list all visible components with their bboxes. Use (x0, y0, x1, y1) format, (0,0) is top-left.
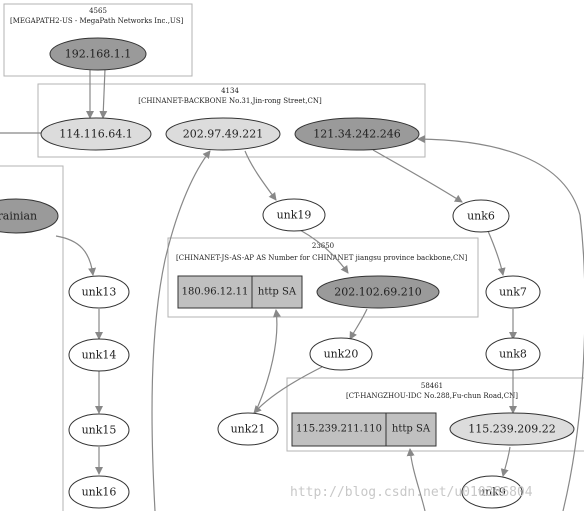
node-unk6[interactable]: unk6 (452, 199, 510, 233)
node-label: krainian (0, 210, 37, 223)
node-unk15[interactable]: unk15 (68, 413, 130, 447)
edges (0, 68, 584, 511)
node-label: unk19 (277, 209, 312, 222)
edge-202-102-to-unk20 (349, 308, 368, 340)
cluster-chinanet-js-name: [CHINANET-JS-AS-AP AS Number for CHINANE… (176, 254, 467, 262)
node-115-239-211-110[interactable]: 115.239.211.110 http SA (291, 412, 437, 447)
edge-192-to-114-b (99, 68, 108, 119)
node-unk13[interactable]: unk13 (68, 275, 130, 309)
edge-unk6-to-unk7 (487, 230, 506, 276)
node-label: unk6 (467, 210, 495, 223)
node-label: unk15 (82, 424, 117, 437)
node-label: unk14 (82, 349, 117, 362)
node-label: 115.239.209.22 (468, 423, 555, 436)
node-202-97-49-221[interactable]: 202.97.49.221 (165, 117, 281, 151)
node-port-label: http SA (258, 287, 297, 298)
node-label: unk13 (82, 286, 117, 299)
edge-121-to-unk6 (372, 149, 463, 203)
edge-unk19-to-202-102 (299, 229, 349, 274)
node-label: unk8 (499, 348, 527, 361)
edge-115-209-to-unk9 (500, 446, 511, 477)
cluster-hangzhou-asn: 58461 (421, 382, 443, 390)
edge-202-97-to-unk19 (244, 150, 277, 201)
node-label: unk9 (478, 486, 506, 499)
node-202-102-69-210[interactable]: 202.102.69.210 (316, 275, 440, 309)
node-115-239-209-22[interactable]: 115.239.209.22 (449, 412, 575, 446)
edge-bottom-to-115-211 (406, 448, 426, 511)
node-unk7[interactable]: unk7 (485, 275, 541, 309)
node-label: unk21 (231, 423, 266, 436)
cluster-megapath-name: [MEGAPATH2-US - MegaPath Networks Inc.,U… (10, 17, 184, 25)
node-114-116-64-1[interactable]: 114.116.64.1 (40, 117, 152, 151)
node-label: 192.168.1.1 (65, 48, 131, 61)
node-180-96-12-11[interactable]: 180.96.12.11 http SA (177, 275, 303, 309)
node-unk16[interactable]: unk16 (68, 475, 130, 509)
node-unk20[interactable]: unk20 (309, 337, 373, 371)
node-unk9[interactable]: unk9 (461, 475, 523, 509)
node-ukrainian[interactable]: krainian (0, 198, 59, 234)
node-unk14[interactable]: unk14 (68, 338, 130, 372)
node-unk21[interactable]: unk21 (217, 412, 279, 446)
cluster-chinanet-backbone-asn: 4134 (221, 87, 239, 95)
node-label: 202.97.49.221 (183, 128, 263, 141)
node-121-34-242-246[interactable]: 121.34.242.246 (294, 117, 420, 151)
node-unk19[interactable]: unk19 (262, 198, 326, 232)
edge-right-to-121 (417, 135, 584, 511)
node-label: unk20 (324, 348, 359, 361)
node-port-label: http SA (392, 424, 431, 435)
node-label: 202.102.69.210 (334, 286, 421, 299)
edge-ukrainian-to-unk13 (55, 235, 97, 276)
cluster-megapath-asn: 4565 (89, 7, 107, 15)
node-unk8[interactable]: unk8 (485, 337, 541, 371)
node-label: 121.34.242.246 (313, 128, 400, 141)
node-ip-label: 115.239.211.110 (296, 424, 382, 435)
edge-unk21-to-180 (254, 309, 281, 414)
edge-left-to-202-97 (151, 150, 211, 511)
watermark-text: http://blog.csdn.net/u010386804 (290, 485, 533, 500)
node-label: unk16 (82, 486, 117, 499)
node-label: 114.116.64.1 (59, 128, 132, 141)
node-ip-label: 180.96.12.11 (182, 287, 249, 298)
cluster-chinanet-backbone-name: [CHINANET-BACKBONE No.31,Jin-rong Street… (138, 97, 322, 105)
node-label: unk7 (499, 286, 527, 299)
node-192-168-1-1[interactable]: 192.168.1.1 (49, 37, 147, 71)
cluster-hangzhou-name: [CT-HANGZHOU-IDC No.288,Fu-chun Road,CN] (346, 392, 518, 400)
edge-unk20-to-unk21 (253, 366, 323, 414)
